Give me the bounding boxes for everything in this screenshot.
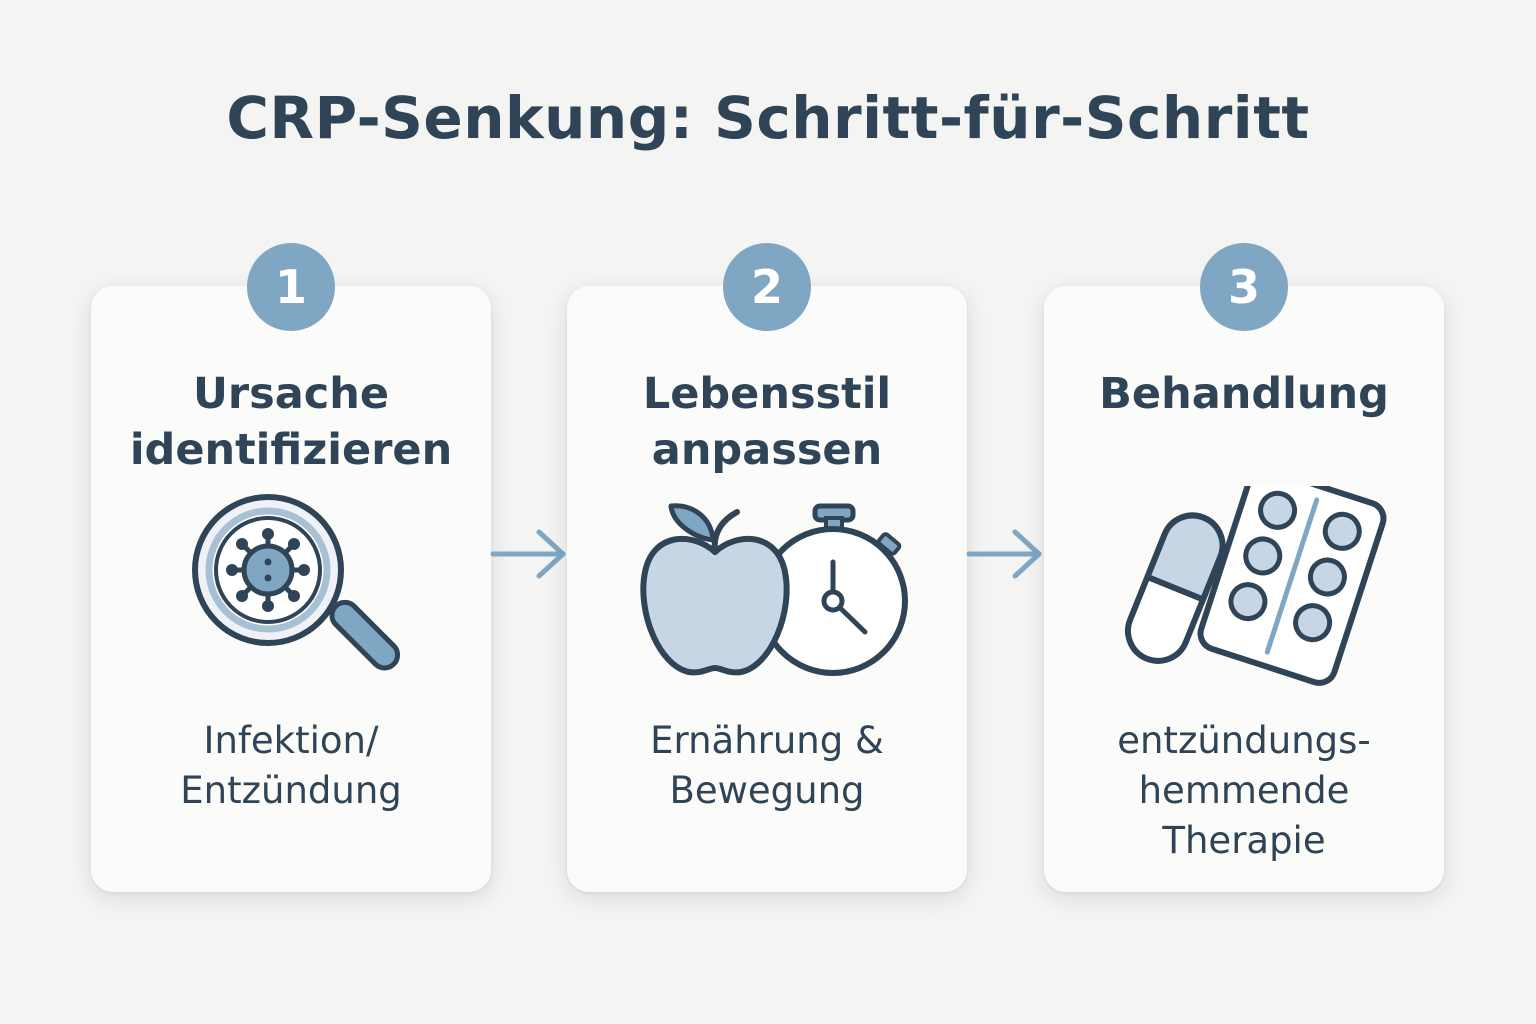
- step-2-caption-line-2: Bewegung: [669, 769, 865, 812]
- page-title: CRP-Senkung: Schritt-für-Schritt: [226, 84, 1310, 152]
- step-1-heading-line-1: Ursache: [193, 369, 389, 419]
- magnifier-virus-icon: [192, 494, 401, 671]
- step-2-caption: Ernährung & Bewegung: [567, 716, 967, 816]
- step-3-heading-line-1: Behandlung: [1099, 369, 1389, 419]
- step-1-heading-line-2: identifizieren: [129, 425, 453, 475]
- step-3-caption-line-1: entzündungs-: [1117, 719, 1371, 762]
- step-3-caption-line-2: hemmende: [1138, 769, 1350, 812]
- step-2-heading-line-1: Lebensstil: [642, 369, 892, 419]
- capsule-blister-pack-icon: [1125, 486, 1387, 686]
- step-3-caption-line-3: Therapie: [1162, 819, 1326, 862]
- arrow-right-icon: [490, 529, 566, 579]
- step-3-caption: entzündungs- hemmende Therapie: [1044, 716, 1444, 866]
- step-1-heading: Ursache identifizieren: [91, 366, 491, 478]
- step-3-heading: Behandlung: [1044, 366, 1444, 422]
- step-2-heading: Lebensstil anpassen: [567, 366, 967, 478]
- arrow-right-icon: [966, 529, 1042, 579]
- step-1-caption-line-1: Infektion/: [203, 719, 379, 762]
- step-1-caption: Infektion/ Entzündung: [91, 716, 491, 816]
- step-2-heading-line-2: anpassen: [651, 425, 883, 475]
- step-3-number-badge: 3: [1200, 243, 1288, 331]
- step-2-card: Lebensstil anpassen Ernährung & Bewegung: [567, 286, 967, 892]
- step-2-caption-line-1: Ernährung &: [650, 719, 884, 762]
- step-3-card: Behandlung entzündungs- hemmende Therapi…: [1044, 286, 1444, 892]
- step-1-card: Ursache identifizieren: [91, 286, 491, 892]
- step-1-number-badge: 1: [247, 243, 335, 331]
- apple-stopwatch-icon: [640, 503, 908, 676]
- step-1-caption-line-2: Entzündung: [180, 769, 402, 812]
- step-2-number-badge: 2: [723, 243, 811, 331]
